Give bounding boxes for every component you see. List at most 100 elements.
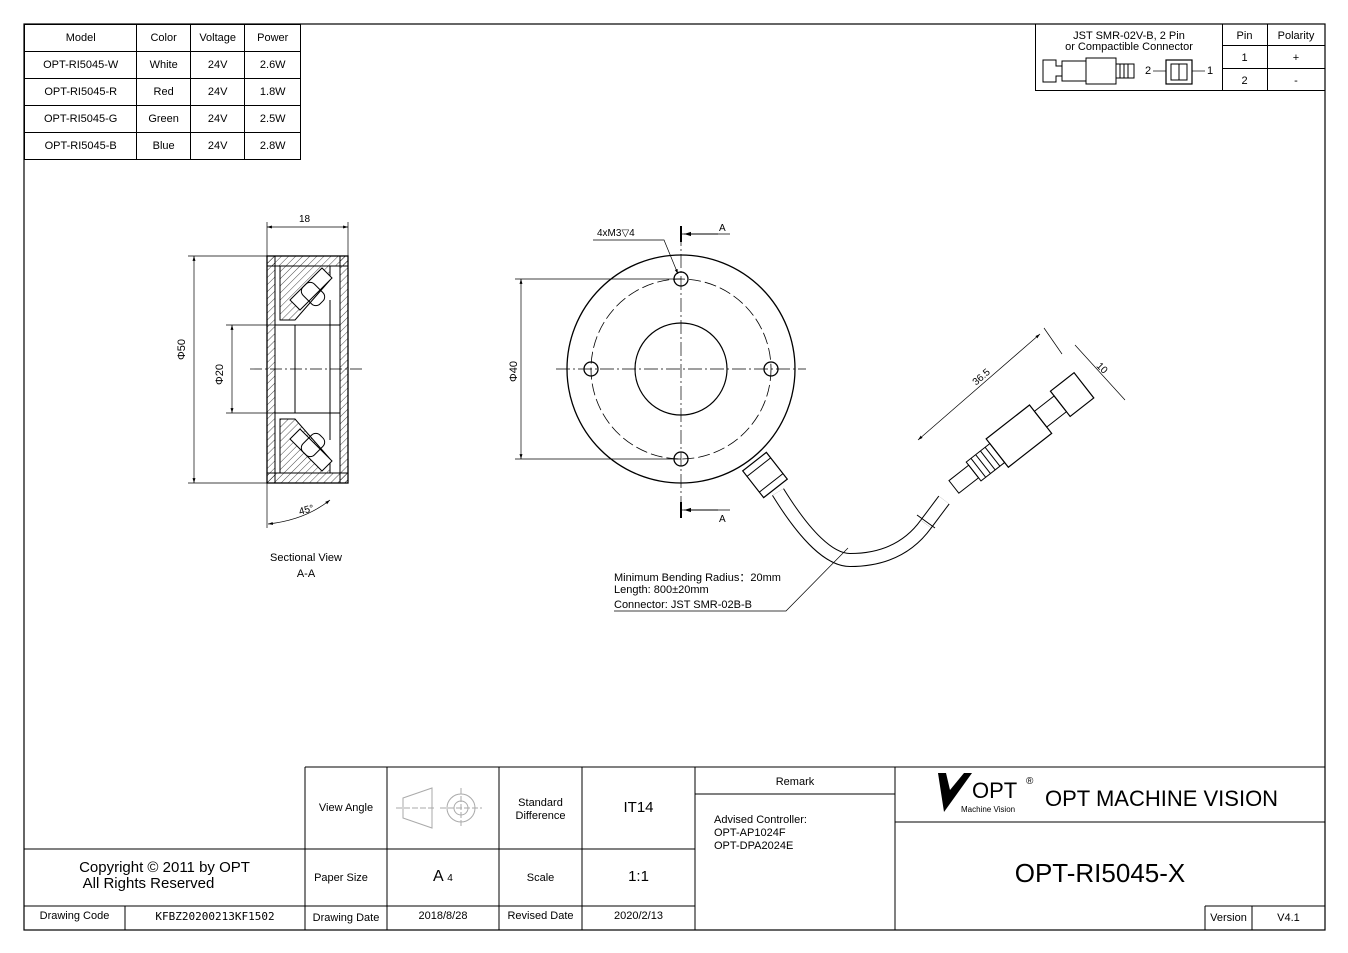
section-hatch-bottom	[266, 472, 349, 484]
opt-logo-mark	[938, 773, 972, 812]
voltage-cell: 24V	[189, 132, 246, 160]
connector-title-2: or Compactible Connector	[1065, 41, 1193, 53]
note-connector: Connector: JST SMR-02B-B	[614, 599, 752, 611]
hole-callout-leader	[593, 239, 679, 275]
dim-phi50-label: Φ50	[176, 338, 188, 360]
version-label: Version	[1210, 912, 1247, 924]
spec-header-color: Color	[136, 24, 191, 52]
connector-title-1: JST SMR-02V-B, 2 Pin	[1073, 30, 1185, 42]
power-cell: 2.5W	[244, 105, 301, 133]
cable-gland	[741, 451, 789, 499]
section-hatch-top	[266, 255, 349, 267]
version-value: V4.1	[1277, 912, 1300, 924]
cable-inner	[772, 488, 931, 567]
model-cell: OPT-RI5045-R	[23, 78, 138, 106]
spec-table: Model Color Voltage Power OPT-RI5045-W W…	[23, 24, 301, 160]
section-mark-bottom: A	[719, 514, 726, 525]
table-row: OPT-RI5045-B Blue 24V 2.8W	[23, 132, 301, 160]
connector-diagram	[1042, 57, 1205, 85]
color-cell: Blue	[136, 132, 191, 160]
paper-size-letter: A	[433, 868, 443, 885]
remark-line-2: OPT-AP1024F	[714, 827, 786, 839]
model-cell: OPT-RI5045-G	[23, 105, 138, 133]
front-view	[515, 226, 1126, 612]
note-bending-radius: Minimum Bending Radius：20mm	[614, 572, 781, 584]
section-view	[188, 222, 362, 528]
dim-phi40-label: Φ40	[508, 360, 520, 382]
pin-cell: 1	[1241, 52, 1248, 64]
color-cell: Green	[136, 105, 191, 133]
section-view-label-1: Sectional View	[270, 552, 342, 564]
model-cell: OPT-RI5045-B	[23, 132, 138, 160]
power-cell: 1.8W	[244, 78, 301, 106]
logo-registered: ®	[1026, 776, 1034, 787]
polarity-header: Polarity	[1277, 30, 1315, 42]
title-block-lines	[24, 766, 1325, 930]
section-mark-top: A	[719, 223, 726, 234]
power-cell: 2.6W	[244, 51, 301, 79]
logo-text: OPT	[972, 778, 1018, 803]
dim-phi20-label: Φ20	[214, 363, 226, 385]
spec-header-model: Model	[23, 24, 138, 52]
standard-diff-value: IT14	[623, 799, 654, 816]
standard-diff-label-1: Standard	[518, 797, 563, 809]
table-row: OPT-RI5045-W White 24V 2.6W	[23, 51, 301, 79]
voltage-cell: 24V	[189, 78, 246, 106]
connector-pin-label-left: 2	[1145, 65, 1152, 77]
pin-header: Pin	[1236, 30, 1253, 42]
polarity-cell: +	[1292, 52, 1300, 64]
drawing-date-value: 2018/8/28	[418, 910, 468, 922]
scale-value: 1:1	[628, 868, 649, 885]
connector-pin-label-right: 1	[1207, 65, 1214, 77]
remark-label: Remark	[775, 776, 815, 788]
paper-size-value: A 4	[433, 868, 453, 886]
sheet-border	[23, 23, 1326, 931]
copyright-line-1: Copyright © 2011 by OPT	[79, 859, 250, 876]
color-cell: Red	[136, 78, 191, 106]
connector-socket	[1165, 59, 1193, 85]
spec-header-voltage: Voltage	[189, 24, 246, 52]
section-view-label-2: A-A	[296, 568, 316, 580]
logo-subtitle: Machine Vision	[961, 805, 1016, 814]
standard-diff-label-2: Difference	[515, 810, 566, 822]
dim-36-5-line	[917, 333, 1041, 441]
color-cell: White	[136, 51, 191, 79]
scale-label: Scale	[526, 872, 555, 884]
company-name: OPT MACHINE VISION	[1045, 786, 1279, 811]
lower-led	[300, 432, 326, 458]
section-hatch-right	[339, 255, 349, 484]
dim-18-label: 18	[299, 214, 311, 225]
upper-led	[300, 281, 326, 307]
hole-callout-label: 4xM3▽4	[597, 228, 635, 239]
connector-table	[1035, 24, 1325, 91]
copyright-line-2: All Rights Reserved	[82, 875, 215, 892]
drawing-code-value: KFBZ20200213KF1502	[155, 910, 275, 923]
model-cell: OPT-RI5045-W	[23, 51, 138, 79]
revised-date-label: Revised Date	[507, 910, 574, 922]
dim-10-line	[1074, 344, 1126, 401]
table-row: OPT-RI5045-R Red 24V 1.8W	[23, 78, 301, 106]
part-number: OPT-RI5045-X	[1014, 858, 1186, 888]
paper-size-sub: 4	[447, 873, 453, 884]
drawing-date-label: Drawing Date	[312, 912, 380, 924]
remark-line-1: Advised Controller:	[714, 814, 807, 826]
view-angle-label: View Angle	[318, 802, 374, 814]
spec-header-power: Power	[244, 24, 301, 52]
remark-line-3: OPT-DPA2024E	[714, 840, 794, 852]
voltage-cell: 24V	[189, 105, 246, 133]
paper-size-label: Paper Size	[314, 872, 368, 884]
voltage-cell: 24V	[189, 51, 246, 79]
section-hatch-left	[266, 255, 276, 484]
pin-cell: 2	[1241, 75, 1248, 87]
cable-connector	[948, 371, 1095, 494]
view-angle-symbol	[396, 787, 482, 829]
polarity-cell: -	[1294, 75, 1298, 87]
note-length: Length: 800±20mm	[614, 584, 709, 596]
power-cell: 2.8W	[244, 132, 301, 160]
note-leader	[614, 547, 849, 612]
dim-45-arc	[267, 499, 331, 525]
table-row: OPT-RI5045-G Green 24V 2.5W	[23, 105, 301, 133]
drawing-code-label: Drawing Code	[39, 910, 110, 922]
revised-date-value: 2020/2/13	[614, 910, 663, 922]
